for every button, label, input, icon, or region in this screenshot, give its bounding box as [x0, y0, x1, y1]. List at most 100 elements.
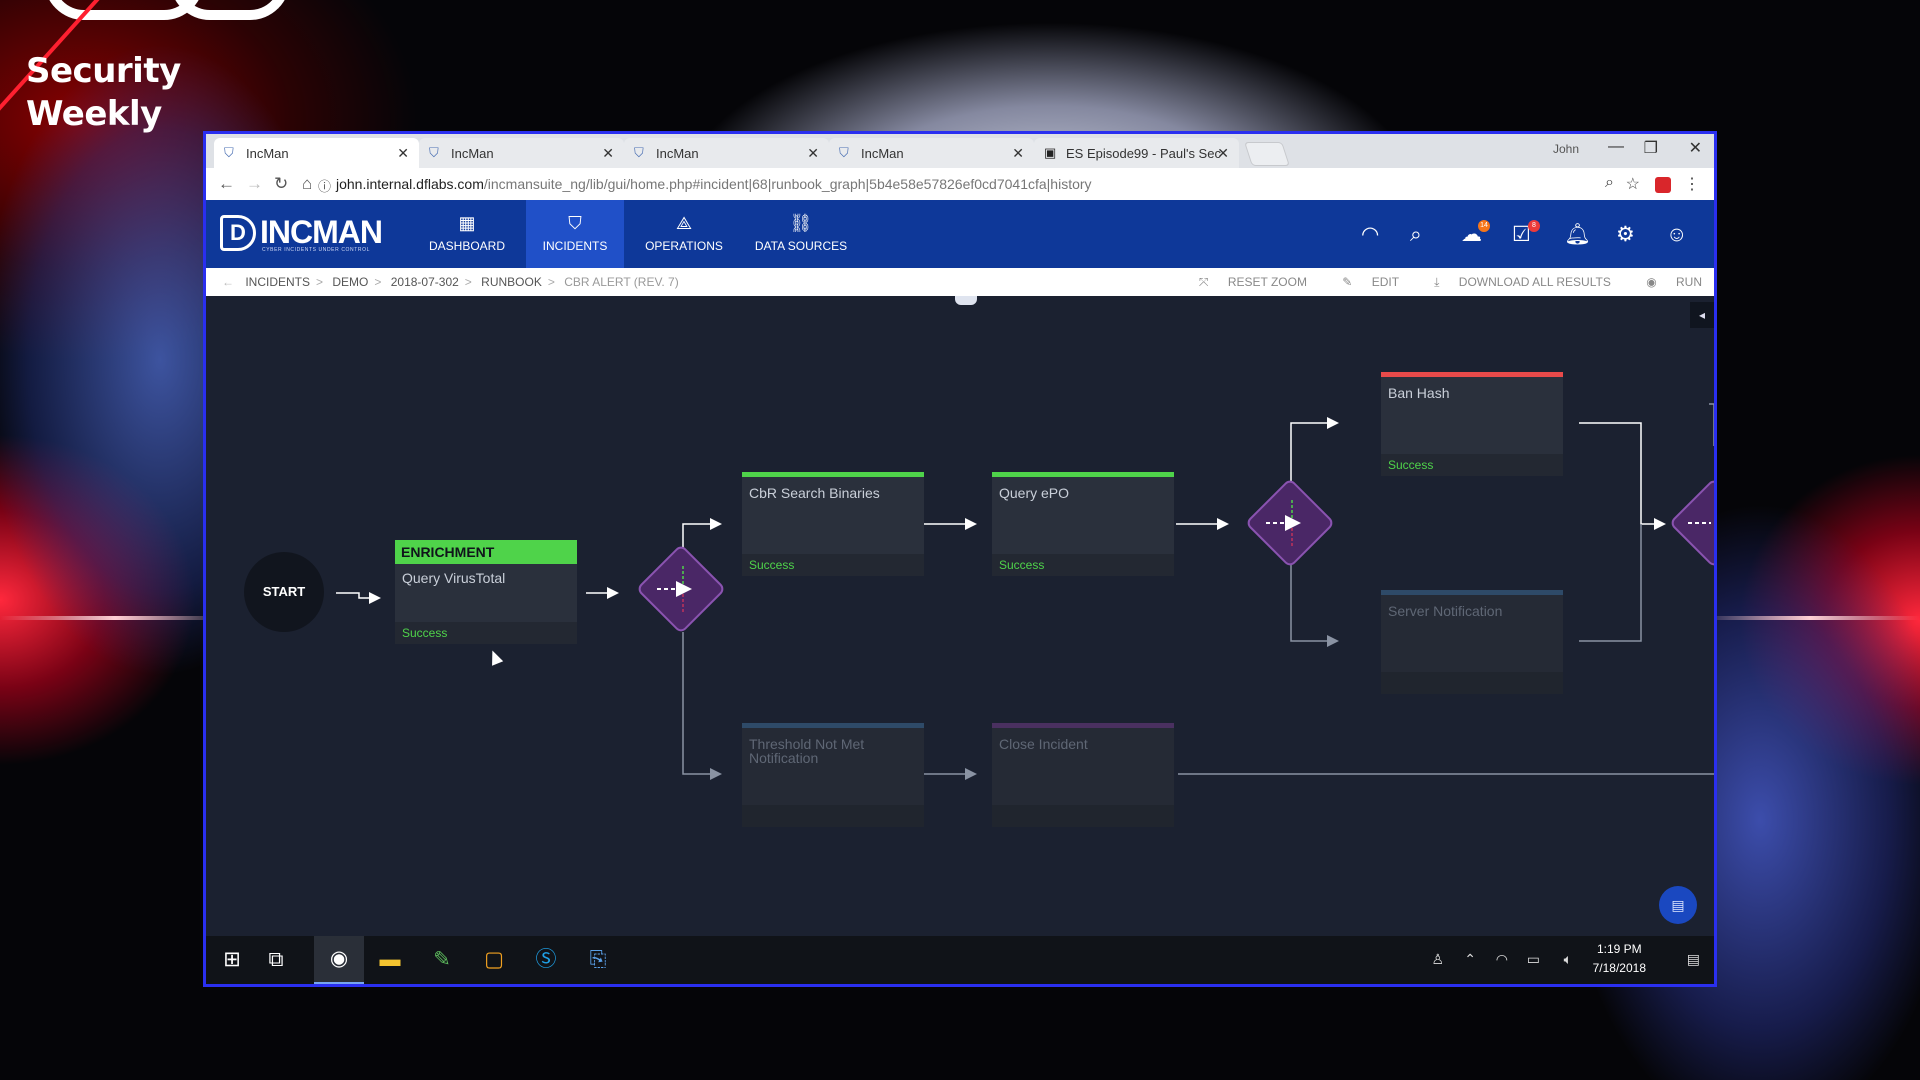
- incman-logo[interactable]: D INCMAN CYBER INCIDENTS UNDER CONTROL: [220, 214, 383, 253]
- task-view-icon[interactable]: ⧉: [268, 948, 284, 971]
- runbook-node-query-epo[interactable]: Query ePO Success: [992, 472, 1174, 576]
- reload-icon[interactable]: ↻: [274, 174, 289, 193]
- window-close-icon[interactable]: ✕: [1688, 140, 1702, 157]
- minimize-icon[interactable]: —: [1608, 138, 1624, 155]
- user-icon[interactable]: ☺: [1666, 223, 1688, 246]
- node-title: Close Incident: [999, 736, 1088, 752]
- zoom-icon[interactable]: ⌕: [1605, 174, 1614, 191]
- browser-tab[interactable]: ▣ ES Episode99 - Paul's Sec ✕: [1034, 138, 1239, 168]
- reset-zoom-button[interactable]: ⤧ RESET ZOOM: [1198, 275, 1307, 289]
- nav-dashboard[interactable]: ▦ DASHBOARD: [422, 200, 512, 268]
- tab-title: IncMan: [451, 145, 494, 161]
- forward-icon[interactable]: →: [246, 174, 263, 193]
- skype-icon[interactable]: Ⓢ: [535, 948, 557, 971]
- gear-icon[interactable]: ⚙: [1616, 223, 1635, 246]
- menu-icon[interactable]: ⋮: [1684, 176, 1700, 193]
- network-icon[interactable]: ◠: [1495, 951, 1508, 967]
- chevron-up-icon[interactable]: ⌃: [1464, 951, 1476, 967]
- status-bar: [992, 472, 1174, 477]
- browser-tab[interactable]: ⛉ IncMan ✕: [829, 138, 1034, 168]
- nav-incidents[interactable]: ⛉ INCIDENTS: [526, 200, 624, 268]
- app-header: D INCMAN CYBER INCIDENTS UNDER CONTROL ▦…: [206, 200, 1714, 268]
- edit-button[interactable]: ✎ EDIT: [1342, 275, 1399, 289]
- runbook-node-server-notification[interactable]: Server Notification: [1381, 590, 1563, 694]
- browser-tab[interactable]: ⛉ IncMan ✕: [419, 138, 624, 168]
- vm-app-icon[interactable]: ▢: [484, 948, 504, 971]
- tasks-icon[interactable]: ☑: [1512, 223, 1531, 246]
- mute-icon[interactable]: 🔈︎: [1563, 951, 1572, 967]
- download-icon: ⤓: [1434, 275, 1443, 289]
- back-arrow-icon[interactable]: ←: [222, 275, 234, 289]
- operations-icon: ⟁: [675, 213, 693, 233]
- shield-icon: ⛉: [224, 145, 234, 160]
- node-status: Success: [1381, 454, 1563, 476]
- breadcrumb-item[interactable]: DEMO: [332, 275, 369, 289]
- runbook-node-threshold-not-met[interactable]: Threshold Not Met Notification: [742, 723, 924, 827]
- runbook-node-cbr-search-binaries[interactable]: CbR Search Binaries Success: [742, 472, 924, 576]
- url-field[interactable]: john.internal.dflabs.com/incmansuite_ng/…: [336, 176, 1092, 192]
- edge: [682, 518, 722, 554]
- close-icon[interactable]: ✕: [602, 144, 614, 161]
- runbook-node-ban-hash[interactable]: Ban Hash Success: [1381, 372, 1563, 476]
- back-icon[interactable]: ←: [218, 174, 235, 193]
- star-icon[interactable]: ☆: [1625, 176, 1640, 193]
- close-icon[interactable]: ✕: [1012, 144, 1024, 161]
- image-app-icon[interactable]: ✎: [433, 948, 451, 971]
- bell-icon[interactable]: 🔔︎: [1564, 223, 1591, 246]
- decision-node[interactable]: [637, 545, 725, 633]
- file-explorer-icon[interactable]: ▬: [379, 948, 401, 971]
- decision-node[interactable]: [1246, 479, 1334, 567]
- node-header: ENRICHMENT: [395, 540, 577, 564]
- browser-tab[interactable]: ⛉ IncMan ✕: [624, 138, 829, 168]
- home-icon[interactable]: ⌂: [302, 174, 313, 193]
- action-center-icon[interactable]: ▤: [1686, 951, 1700, 967]
- edge: [682, 632, 722, 780]
- restore-icon[interactable]: ❐: [1643, 140, 1658, 157]
- collapse-toggle-top[interactable]: [955, 296, 977, 305]
- lens-flare-right: [1700, 616, 1920, 620]
- edge: [336, 592, 381, 604]
- breadcrumb-bar: ← INCIDENTS> DEMO> 2018-07-302> RUNBOOK>…: [206, 268, 1714, 297]
- start-node[interactable]: START: [244, 552, 324, 632]
- runbook-node-query-virustotal[interactable]: ENRICHMENT Query VirusTotal Success: [395, 540, 577, 644]
- info-icon[interactable]: ⓘ: [318, 179, 332, 194]
- collapse-panel-icon[interactable]: ◂: [1690, 302, 1714, 328]
- logo-mark: D: [220, 214, 256, 251]
- browser-tab[interactable]: ⛉ IncMan ✕: [214, 138, 419, 168]
- extension-icon[interactable]: [1655, 177, 1671, 193]
- decision-node[interactable]: [1670, 479, 1714, 567]
- runbook-node-close-incident[interactable]: Close Incident: [992, 723, 1174, 827]
- close-icon[interactable]: ✕: [1217, 144, 1229, 161]
- notes-fab-button[interactable]: ▤: [1659, 886, 1697, 924]
- edge: [1579, 524, 1642, 642]
- runbook-canvas[interactable]: ◂ START ENRICHMENT Query VirusTotal Succ…: [206, 296, 1714, 936]
- chrome-icon[interactable]: ◉: [314, 936, 364, 984]
- wifi-icon[interactable]: ◠: [1361, 223, 1380, 246]
- breadcrumb-item[interactable]: RUNBOOK: [481, 275, 542, 289]
- nav-data-sources[interactable]: ⛓ DATA SOURCES: [748, 200, 854, 268]
- close-icon[interactable]: ✕: [397, 144, 409, 161]
- download-results-button[interactable]: ⤓ DOWNLOAD ALL RESULTS: [1434, 275, 1611, 289]
- run-icon: ◉: [1646, 275, 1660, 289]
- people-icon[interactable]: ♙: [1431, 951, 1444, 967]
- search-icon[interactable]: ⌕: [1410, 223, 1422, 246]
- url-host: john.internal.dflabs.com: [336, 176, 484, 192]
- run-button[interactable]: ◉ RUN: [1646, 275, 1702, 289]
- node-title: Server Notification: [1388, 603, 1503, 619]
- nav-label: DATA SOURCES: [754, 239, 848, 253]
- profile-name[interactable]: John: [1552, 142, 1579, 156]
- taskbar-clock[interactable]: 1:19 PM 7/18/2018: [1593, 940, 1646, 978]
- breadcrumb-item[interactable]: 2018-07-302: [390, 275, 459, 289]
- shield-icon: ⛉: [568, 213, 582, 233]
- network-app-icon[interactable]: ⎘: [589, 948, 607, 971]
- nav-label: INCIDENTS: [542, 239, 608, 253]
- new-tab-button[interactable]: [1244, 142, 1290, 166]
- battery-icon[interactable]: ▭: [1526, 951, 1540, 967]
- breadcrumb-item[interactable]: INCIDENTS: [245, 275, 311, 289]
- chat-icon[interactable]: ☁: [1461, 223, 1482, 246]
- status-bar: [1381, 590, 1563, 595]
- close-icon[interactable]: ✕: [807, 144, 819, 161]
- nav-operations[interactable]: ⟁ OPERATIONS: [636, 200, 732, 268]
- status-bar: [742, 723, 924, 728]
- windows-start-icon[interactable]: ⊞: [223, 948, 241, 971]
